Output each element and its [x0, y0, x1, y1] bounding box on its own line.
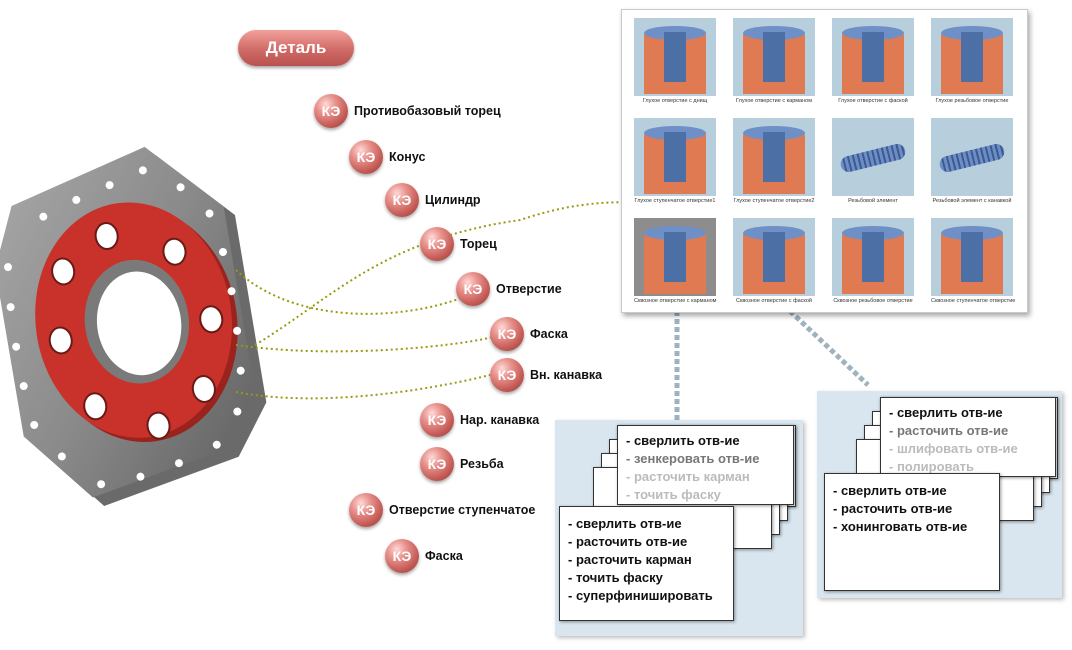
- tree-node-label: Фаска: [530, 327, 568, 341]
- ke-badge: КЭ: [385, 539, 419, 573]
- ke-badge: КЭ: [420, 447, 454, 481]
- ke-badge: КЭ: [349, 140, 383, 174]
- route-step: - сверлить отв-ие: [568, 516, 682, 531]
- feature-thumbnail: [832, 18, 914, 96]
- feature-thumbnail: [733, 18, 815, 96]
- root-node-detail[interactable]: Деталь: [238, 30, 354, 66]
- route-step: - расточить карман: [568, 552, 692, 567]
- tree-lines: [292, 64, 490, 560]
- route-step: - расточить отв-ие: [568, 534, 688, 549]
- gallery-to-cards-links: [674, 309, 870, 420]
- feature-caption: Глухое отверстие с карманом: [736, 98, 812, 104]
- feature-caption: Сквозное отверстие с карманом: [634, 298, 717, 304]
- feature-thumbnail: [634, 218, 716, 296]
- route-step-back: - расточить отв-ие: [889, 423, 1009, 438]
- feature-thumbnail: [931, 18, 1013, 96]
- feature-caption: Глухое ступенчатое отверстие2: [733, 198, 815, 204]
- ke-badge: КЭ: [490, 358, 524, 392]
- route-step-back: - сверлить отв-ие: [626, 433, 740, 448]
- tree-node-label: Отверстие: [496, 282, 562, 296]
- feature-caption: Резьбовой элемент с канавкой: [932, 198, 1012, 204]
- route-step-back: - расточить карман: [626, 469, 750, 484]
- tree-node[interactable]: КЭ Цилиндр: [385, 183, 481, 217]
- ke-badge: КЭ: [314, 94, 348, 128]
- tree-node[interactable]: КЭ Фаска: [490, 317, 568, 351]
- route-card-back-top: - сверлить отв-ие - зенкеровать отв-ие - р…: [617, 425, 794, 505]
- route-card-back-top: - сверлить отв-ие - расточить отв-ие - шли…: [880, 397, 1056, 477]
- tree-node-label: Конус: [389, 150, 426, 164]
- feature-thumbnail: [634, 18, 716, 96]
- ke-badge: КЭ: [385, 183, 419, 217]
- route-step: - суперфинишировать: [568, 588, 713, 603]
- feature-template-tile[interactable]: Сквозное ступенчатое отверстие: [931, 218, 1016, 304]
- feature-caption: Глухое резьбовое отверстие: [935, 98, 1009, 104]
- feature-caption: Резьбовой элемент: [848, 198, 898, 204]
- tree-node[interactable]: КЭ Вн. канавка: [490, 358, 602, 392]
- tree-node-label: Цилиндр: [425, 193, 481, 207]
- route-step-back: - шлифовать отв-ие: [889, 441, 1018, 456]
- route-step-back: - точить фаску: [626, 487, 721, 502]
- feature-caption: Сквозное ступенчатое отверстие: [931, 298, 1016, 304]
- route-step-back: - полировать: [889, 459, 974, 474]
- ke-badge: КЭ: [349, 493, 383, 527]
- tree-node-label: Торец: [460, 237, 497, 251]
- tree-node[interactable]: КЭ Фаска: [385, 539, 463, 573]
- route-step-back: - зенкеровать отв-ие: [626, 451, 760, 466]
- tree-node[interactable]: КЭ Торец: [420, 227, 497, 261]
- feature-thumbnail: [832, 118, 914, 196]
- feature-template-tile[interactable]: Глухое отверстие с днищ: [634, 18, 716, 104]
- feature-thumbnail: [733, 218, 815, 296]
- feature-caption: Глухое отверстие с днищ: [642, 98, 708, 104]
- route-step: - расточить отв-ие: [833, 501, 953, 516]
- feature-thumbnail: [931, 218, 1013, 296]
- feature-template-tile[interactable]: Резьбовой элемент с канавкой: [931, 118, 1013, 204]
- feature-template-tile[interactable]: Резьбовой элемент: [832, 118, 914, 204]
- route-step: - точить фаску: [568, 570, 663, 585]
- tree-node-label: Отверстие ступенчатое: [389, 503, 536, 517]
- route-card-front[interactable]: - сверлить отв-ие - расточить отв-ие - рас…: [559, 506, 734, 621]
- tree-node[interactable]: КЭ Отверстие: [456, 272, 562, 306]
- flange-part-image: [0, 146, 267, 507]
- tree-node-label: Вн. канавка: [530, 368, 603, 382]
- feature-template-tile[interactable]: Глухое отверстие с фаской: [832, 18, 914, 104]
- feature-template-tile[interactable]: Глухое резьбовое отверстие: [931, 18, 1013, 104]
- feature-caption: Сквозное отверстие с фаской: [735, 298, 812, 304]
- feature-thumbnail: [832, 218, 914, 296]
- feature-caption: Глухое отверстие с фаской: [838, 98, 908, 104]
- tree-node-label: Фаска: [425, 549, 463, 563]
- feature-thumbnail: [931, 118, 1013, 196]
- route-step: - хонинговать отв-ие: [833, 519, 968, 534]
- route-card-front[interactable]: - сверлить отв-ие - расточить отв-ие - хон…: [824, 473, 1000, 591]
- feature-template-tile[interactable]: Глухое отверстие с карманом: [733, 18, 815, 104]
- feature-template-tile[interactable]: Сквозное отверстие с карманом: [634, 218, 716, 304]
- feature-template-tile[interactable]: Сквозное резьбовое отверстие: [832, 218, 914, 304]
- feature-template-tile[interactable]: Глухое ступенчатое отверстие1: [634, 118, 716, 204]
- feature-caption: Глухое ступенчатое отверстие1: [634, 198, 716, 204]
- feature-connectors: [235, 201, 681, 400]
- tree-node-label: Нар. канавка: [460, 413, 540, 427]
- ke-badge: КЭ: [420, 227, 454, 261]
- tree-node[interactable]: КЭ Резьба: [420, 447, 504, 481]
- ke-badge: КЭ: [456, 272, 490, 306]
- feature-thumbnail: [733, 118, 815, 196]
- tree-node-label: Резьба: [460, 457, 504, 471]
- ke-badge: КЭ: [490, 317, 524, 351]
- tree-node-label: Противобазовый торец: [354, 104, 501, 118]
- route-step: - сверлить отв-ие: [833, 483, 947, 498]
- feature-thumbnail: [634, 118, 716, 196]
- ke-badge: КЭ: [420, 403, 454, 437]
- feature-caption: Сквозное резьбовое отверстие: [833, 298, 913, 304]
- tree-node[interactable]: КЭ Противобазовый торец: [314, 94, 501, 128]
- route-step-back: - сверлить отв-ие: [889, 405, 1003, 420]
- feature-template-tile[interactable]: Сквозное отверстие с фаской: [733, 218, 815, 304]
- tree-node[interactable]: КЭ Отверстие ступенчатое: [349, 493, 535, 527]
- feature-gallery: Глухое отверстие с днищ Глухое отверстие …: [621, 9, 1028, 313]
- feature-template-tile[interactable]: Глухое ступенчатое отверстие2: [733, 118, 815, 204]
- tree-node[interactable]: КЭ Конус: [349, 140, 425, 174]
- tree-node[interactable]: КЭ Нар. канавка: [420, 403, 539, 437]
